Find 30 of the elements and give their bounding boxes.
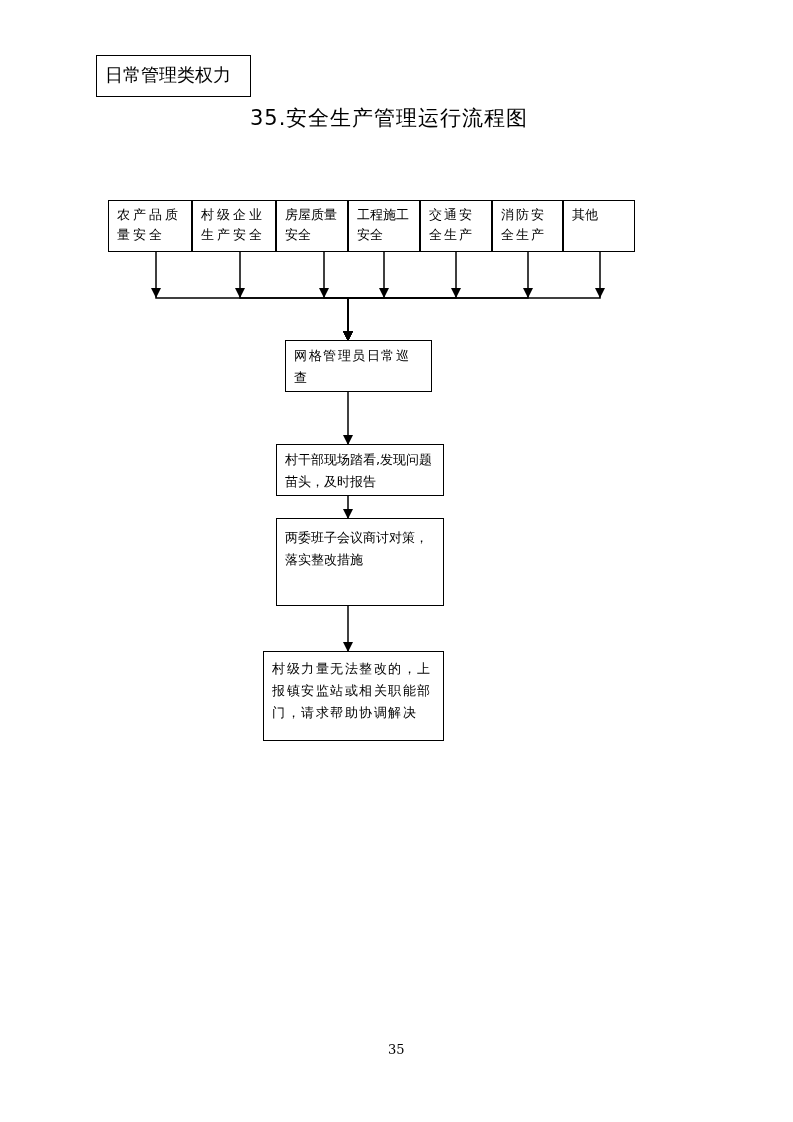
box-text: 两委班子会议商讨对策，落实整改措施 [285, 529, 429, 569]
page-number: 35 [388, 1042, 405, 1057]
box-text: 工程施工安全 [357, 206, 410, 244]
arrow [343, 391, 353, 445]
category-box [492, 200, 563, 252]
arrow [343, 495, 353, 519]
box-text: 农产品质量安全 [117, 206, 182, 244]
arrow [343, 605, 353, 652]
process-box [276, 518, 444, 606]
category-box [108, 200, 192, 252]
process-box [276, 444, 444, 496]
category-box [192, 200, 276, 252]
process-box [285, 340, 432, 392]
box-text: 村级力量无法整改的，上报镇安监站或相关职能部门，请求帮助协调解决 [272, 660, 433, 722]
box-text: 日常管理类权力 [105, 63, 232, 87]
box-text: 网格管理员日常巡查 [294, 347, 411, 387]
category-box [276, 200, 348, 252]
box-text: 消防安全生产 [501, 206, 547, 244]
box-text: 村干部现场踏看,发现问题苗头，及时报告 [285, 451, 434, 491]
title: 35.安全生产管理运行流程图 [250, 105, 529, 132]
box-text: 交通安全生产 [429, 206, 475, 244]
arrow [343, 251, 605, 341]
category-box [563, 200, 635, 252]
box-text: 其他 [572, 206, 599, 224]
box-text: 房屋质量安全 [285, 206, 338, 244]
category-heading-box [96, 55, 251, 97]
process-box [263, 651, 444, 741]
category-box [348, 200, 420, 252]
category-box [420, 200, 492, 252]
box-text: 村级企业生产安全 [201, 206, 266, 244]
